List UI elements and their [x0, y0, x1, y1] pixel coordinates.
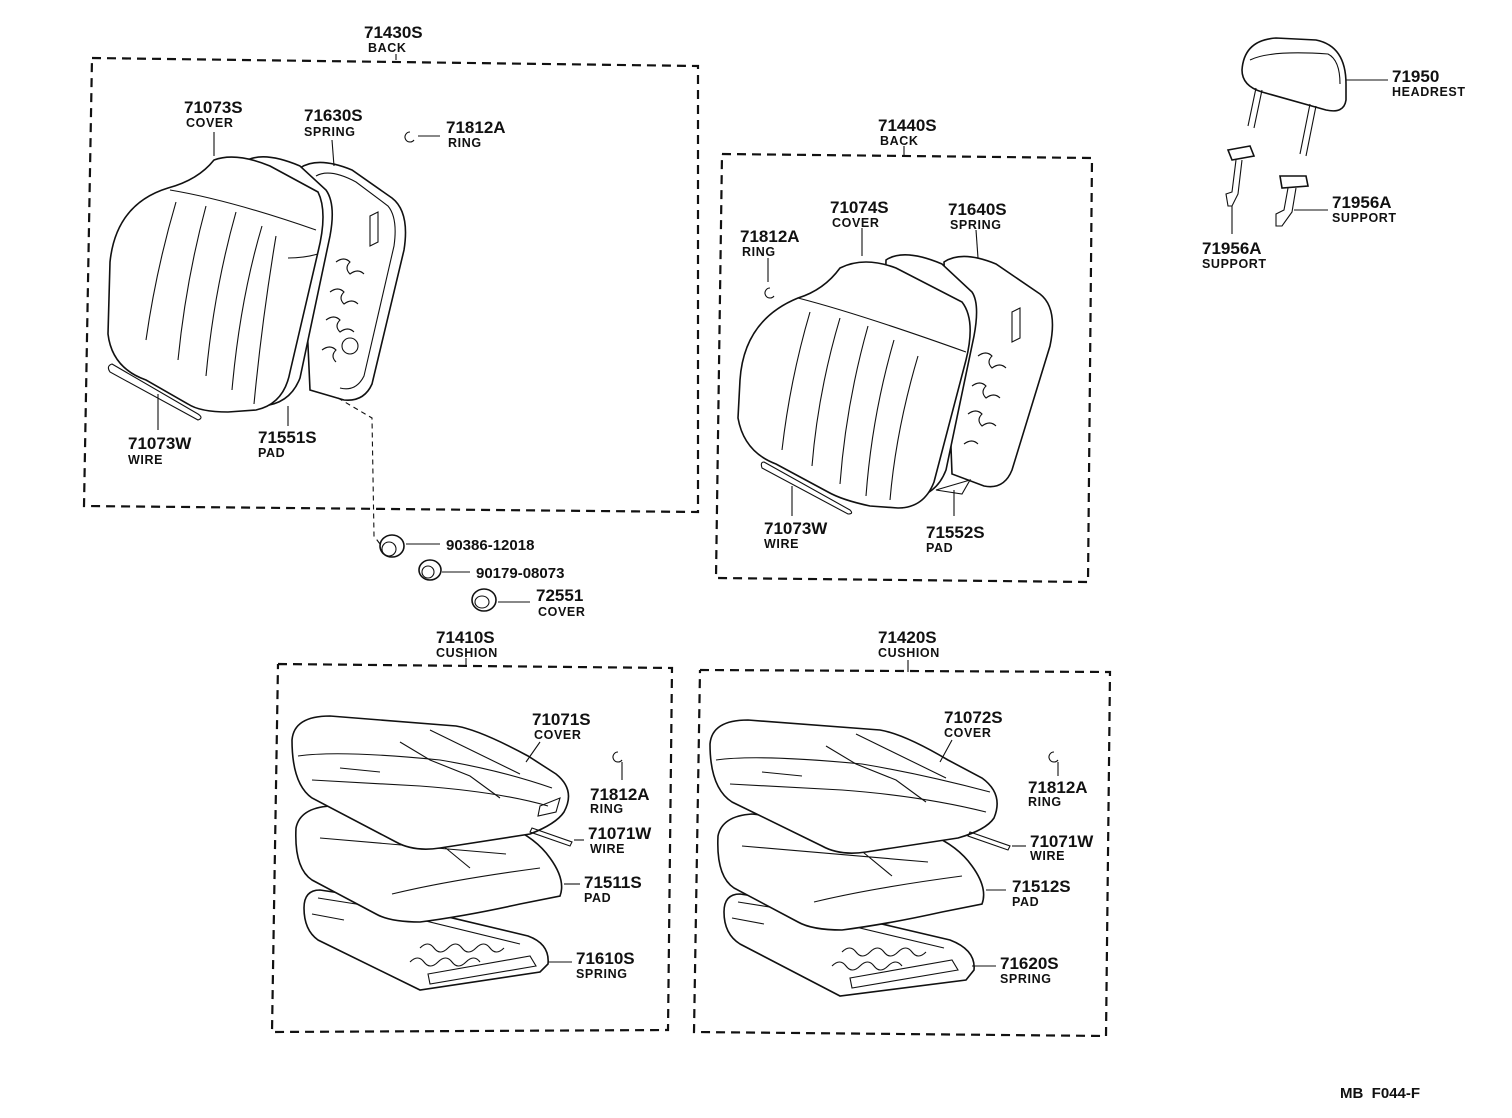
cushion-b-wire-number: 71071W [1030, 832, 1094, 851]
fastener-2-number: 90179-08073 [476, 565, 564, 582]
cushion-a-ring-number: 71812A [590, 785, 650, 804]
cushion-b-cover [709, 719, 998, 854]
headrest-label: HEADREST [1392, 85, 1466, 99]
back-a-cover [107, 156, 324, 413]
cushion-b-pad-number: 71512S [1012, 877, 1071, 896]
cushion-a-box [270, 662, 674, 1034]
back-b-cover [737, 261, 971, 509]
back-b-ring-icon [764, 287, 775, 299]
back-a-spring-label: SPRING [304, 125, 356, 139]
back-b-ring-number: 71812A [740, 227, 800, 246]
back-a-wire [107, 363, 202, 421]
support-right-icon [1275, 175, 1309, 227]
back-b-pad-number: 71552S [926, 523, 985, 542]
cushion-b-assembly: 71420S CUSHION [692, 628, 1112, 1038]
back-b-wire [760, 461, 853, 515]
back-a-cover-number: 71073S [184, 98, 243, 117]
knob-cover-label: COVER [538, 605, 585, 619]
fastener-1-icon [379, 534, 405, 558]
cushion-b-number: 71420S [878, 628, 937, 647]
back-b-number: 71440S [878, 116, 937, 135]
cushion-a-spring-label: SPRING [576, 967, 628, 981]
back-b-spring-number: 71640S [948, 200, 1007, 219]
back-a-box [82, 56, 700, 514]
fastener-2-icon [418, 559, 442, 581]
back-b-assembly: 71440S BACK [714, 116, 1094, 584]
cushion-a-pad-label: PAD [584, 891, 611, 905]
back-a-ring-icon [404, 131, 415, 143]
back-b-cover-label: COVER [832, 216, 879, 230]
cushion-b-cover-number: 71072S [944, 708, 1003, 727]
cushion-a-spring-number: 71610S [576, 949, 635, 968]
support-right-label: SUPPORT [1332, 211, 1397, 225]
drawing-code: MB F044-F [1340, 1085, 1420, 1102]
back-a-assembly: 71430S BACK [82, 23, 700, 514]
back-a-wire-number: 71073W [128, 434, 192, 453]
back-b-label: BACK [880, 134, 919, 148]
back-b-wire-number: 71073W [764, 519, 828, 538]
cushion-a-ring-icon [612, 751, 623, 763]
cushion-b-spring-number: 71620S [1000, 954, 1059, 973]
back-a-ring-number: 71812A [446, 118, 506, 137]
cushion-a-ring-label: RING [590, 802, 624, 816]
knob-cover-number: 72551 [536, 586, 583, 605]
cushion-b-box [692, 668, 1112, 1038]
headrest-number: 71950 [1392, 67, 1439, 86]
back-a-pad-number: 71551S [258, 428, 317, 447]
cushion-b-wire-label: WIRE [1030, 849, 1065, 863]
back-b-cover-number: 71074S [830, 198, 889, 217]
back-b-wire-label: WIRE [764, 537, 799, 551]
cushion-b-spring-label: SPRING [1000, 972, 1052, 986]
back-b-ring-label: RING [742, 245, 776, 259]
back-b-spring-label: SPRING [950, 218, 1002, 232]
cushion-a-wire [529, 827, 573, 847]
cushion-a-pad-number: 71511S [584, 873, 642, 892]
support-left-label: SUPPORT [1202, 257, 1267, 271]
support-left-number: 71956A [1202, 239, 1262, 258]
knob-cover-icon [471, 588, 497, 612]
cushion-b-pad-label: PAD [1012, 895, 1039, 909]
cushion-a-cover [291, 715, 570, 850]
back-a-spring-number: 71630S [304, 106, 363, 125]
cushion-a-wire-label: WIRE [590, 842, 625, 856]
cushion-a-label: CUSHION [436, 646, 498, 660]
cushion-b-ring-icon [1048, 751, 1059, 763]
cushion-b-label: CUSHION [878, 646, 940, 660]
cushion-a-number: 71410S [436, 628, 495, 647]
back-a-wire-label: WIRE [128, 453, 163, 467]
back-a-ring-label: RING [448, 136, 482, 150]
back-a-label: BACK [368, 41, 407, 55]
cushion-b-wire [967, 831, 1011, 851]
support-left-icon [1225, 145, 1256, 207]
cushion-a-cover-label: COVER [534, 728, 581, 742]
back-a-pad-label: PAD [258, 446, 285, 460]
back-a-number: 71430S [364, 23, 423, 42]
cushion-b-cover-label: COVER [944, 726, 991, 740]
cushion-a-cover-number: 71071S [532, 710, 591, 729]
back-b-box [714, 152, 1094, 584]
cushion-b-ring-number: 71812A [1028, 778, 1088, 797]
support-right-number: 71956A [1332, 193, 1392, 212]
headrest-icon [1241, 37, 1347, 157]
back-b-pad-label: PAD [926, 541, 953, 555]
cushion-b-ring-label: RING [1028, 795, 1062, 809]
cushion-a-wire-number: 71071W [588, 824, 652, 843]
back-a-fastener-line [337, 397, 381, 545]
cushion-a-assembly: 71410S CUSHION [270, 628, 674, 1034]
back-a-cover-label: COVER [186, 116, 233, 130]
fastener-1-number: 90386-12018 [446, 537, 534, 554]
